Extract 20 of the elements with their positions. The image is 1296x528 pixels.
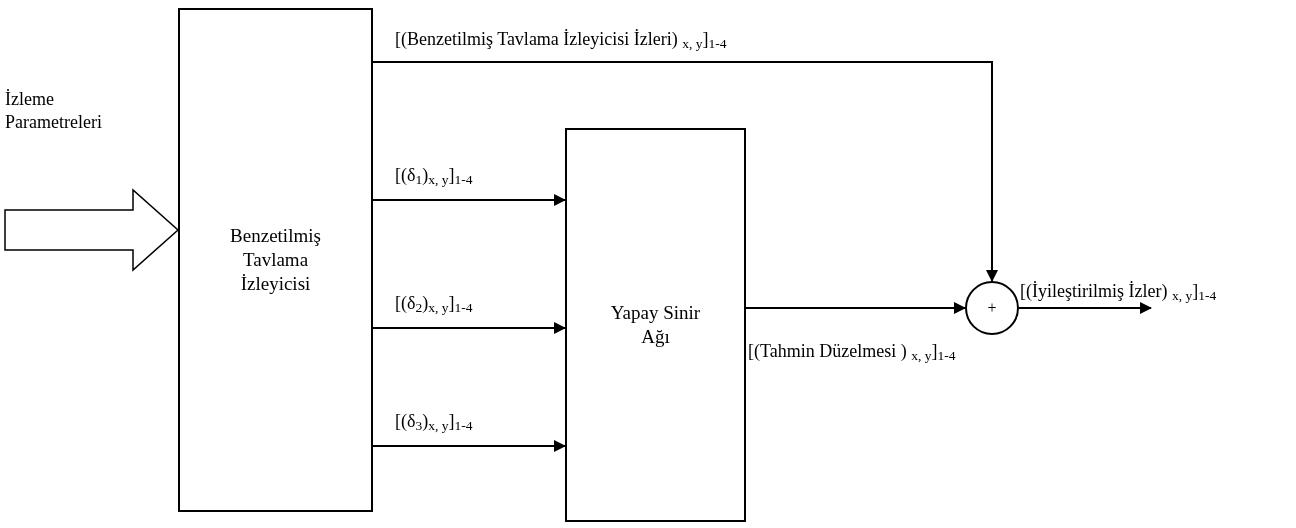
input-label: İzleme Parametreleri xyxy=(5,88,103,133)
summing-junction xyxy=(965,281,1019,335)
node-label: Yapay Sinir Ağı xyxy=(610,301,701,349)
edge-label: [(δ$_{2}$)$_{x, y}$]$_{1-4}$ xyxy=(395,292,473,315)
edge-label: [(Benzetilmiş Tavlama İzleyicisi İzleri) $_{x, y}$]$_{1-4}$ xyxy=(395,28,727,51)
process-box xyxy=(178,8,373,512)
edge-label: [(δ$_{1}$)$_{x, y}$]$_{1-4}$ xyxy=(395,164,473,187)
edge-label: [(Tahmin Düzelmesi ) $_{x, y}$]$_{1-4}$ xyxy=(748,340,956,363)
arrow xyxy=(372,440,566,452)
edge-label: [(δ$_{3}$)$_{x, y}$]$_{1-4}$ xyxy=(395,410,473,433)
node-label: Benzetilmiş Tavlama İzleyicisi xyxy=(229,224,322,296)
edge-label: [(İyileştirilmiş İzler) $_{x, y}$]$_{1-4}$ xyxy=(1020,280,1217,303)
arrow xyxy=(372,194,566,206)
process-box xyxy=(565,128,746,522)
arrow xyxy=(372,61,998,282)
block-arrow xyxy=(4,188,180,272)
arrow xyxy=(372,322,566,334)
arrow xyxy=(745,302,966,314)
plus-sign: + xyxy=(987,298,997,318)
arrow xyxy=(1018,302,1152,314)
